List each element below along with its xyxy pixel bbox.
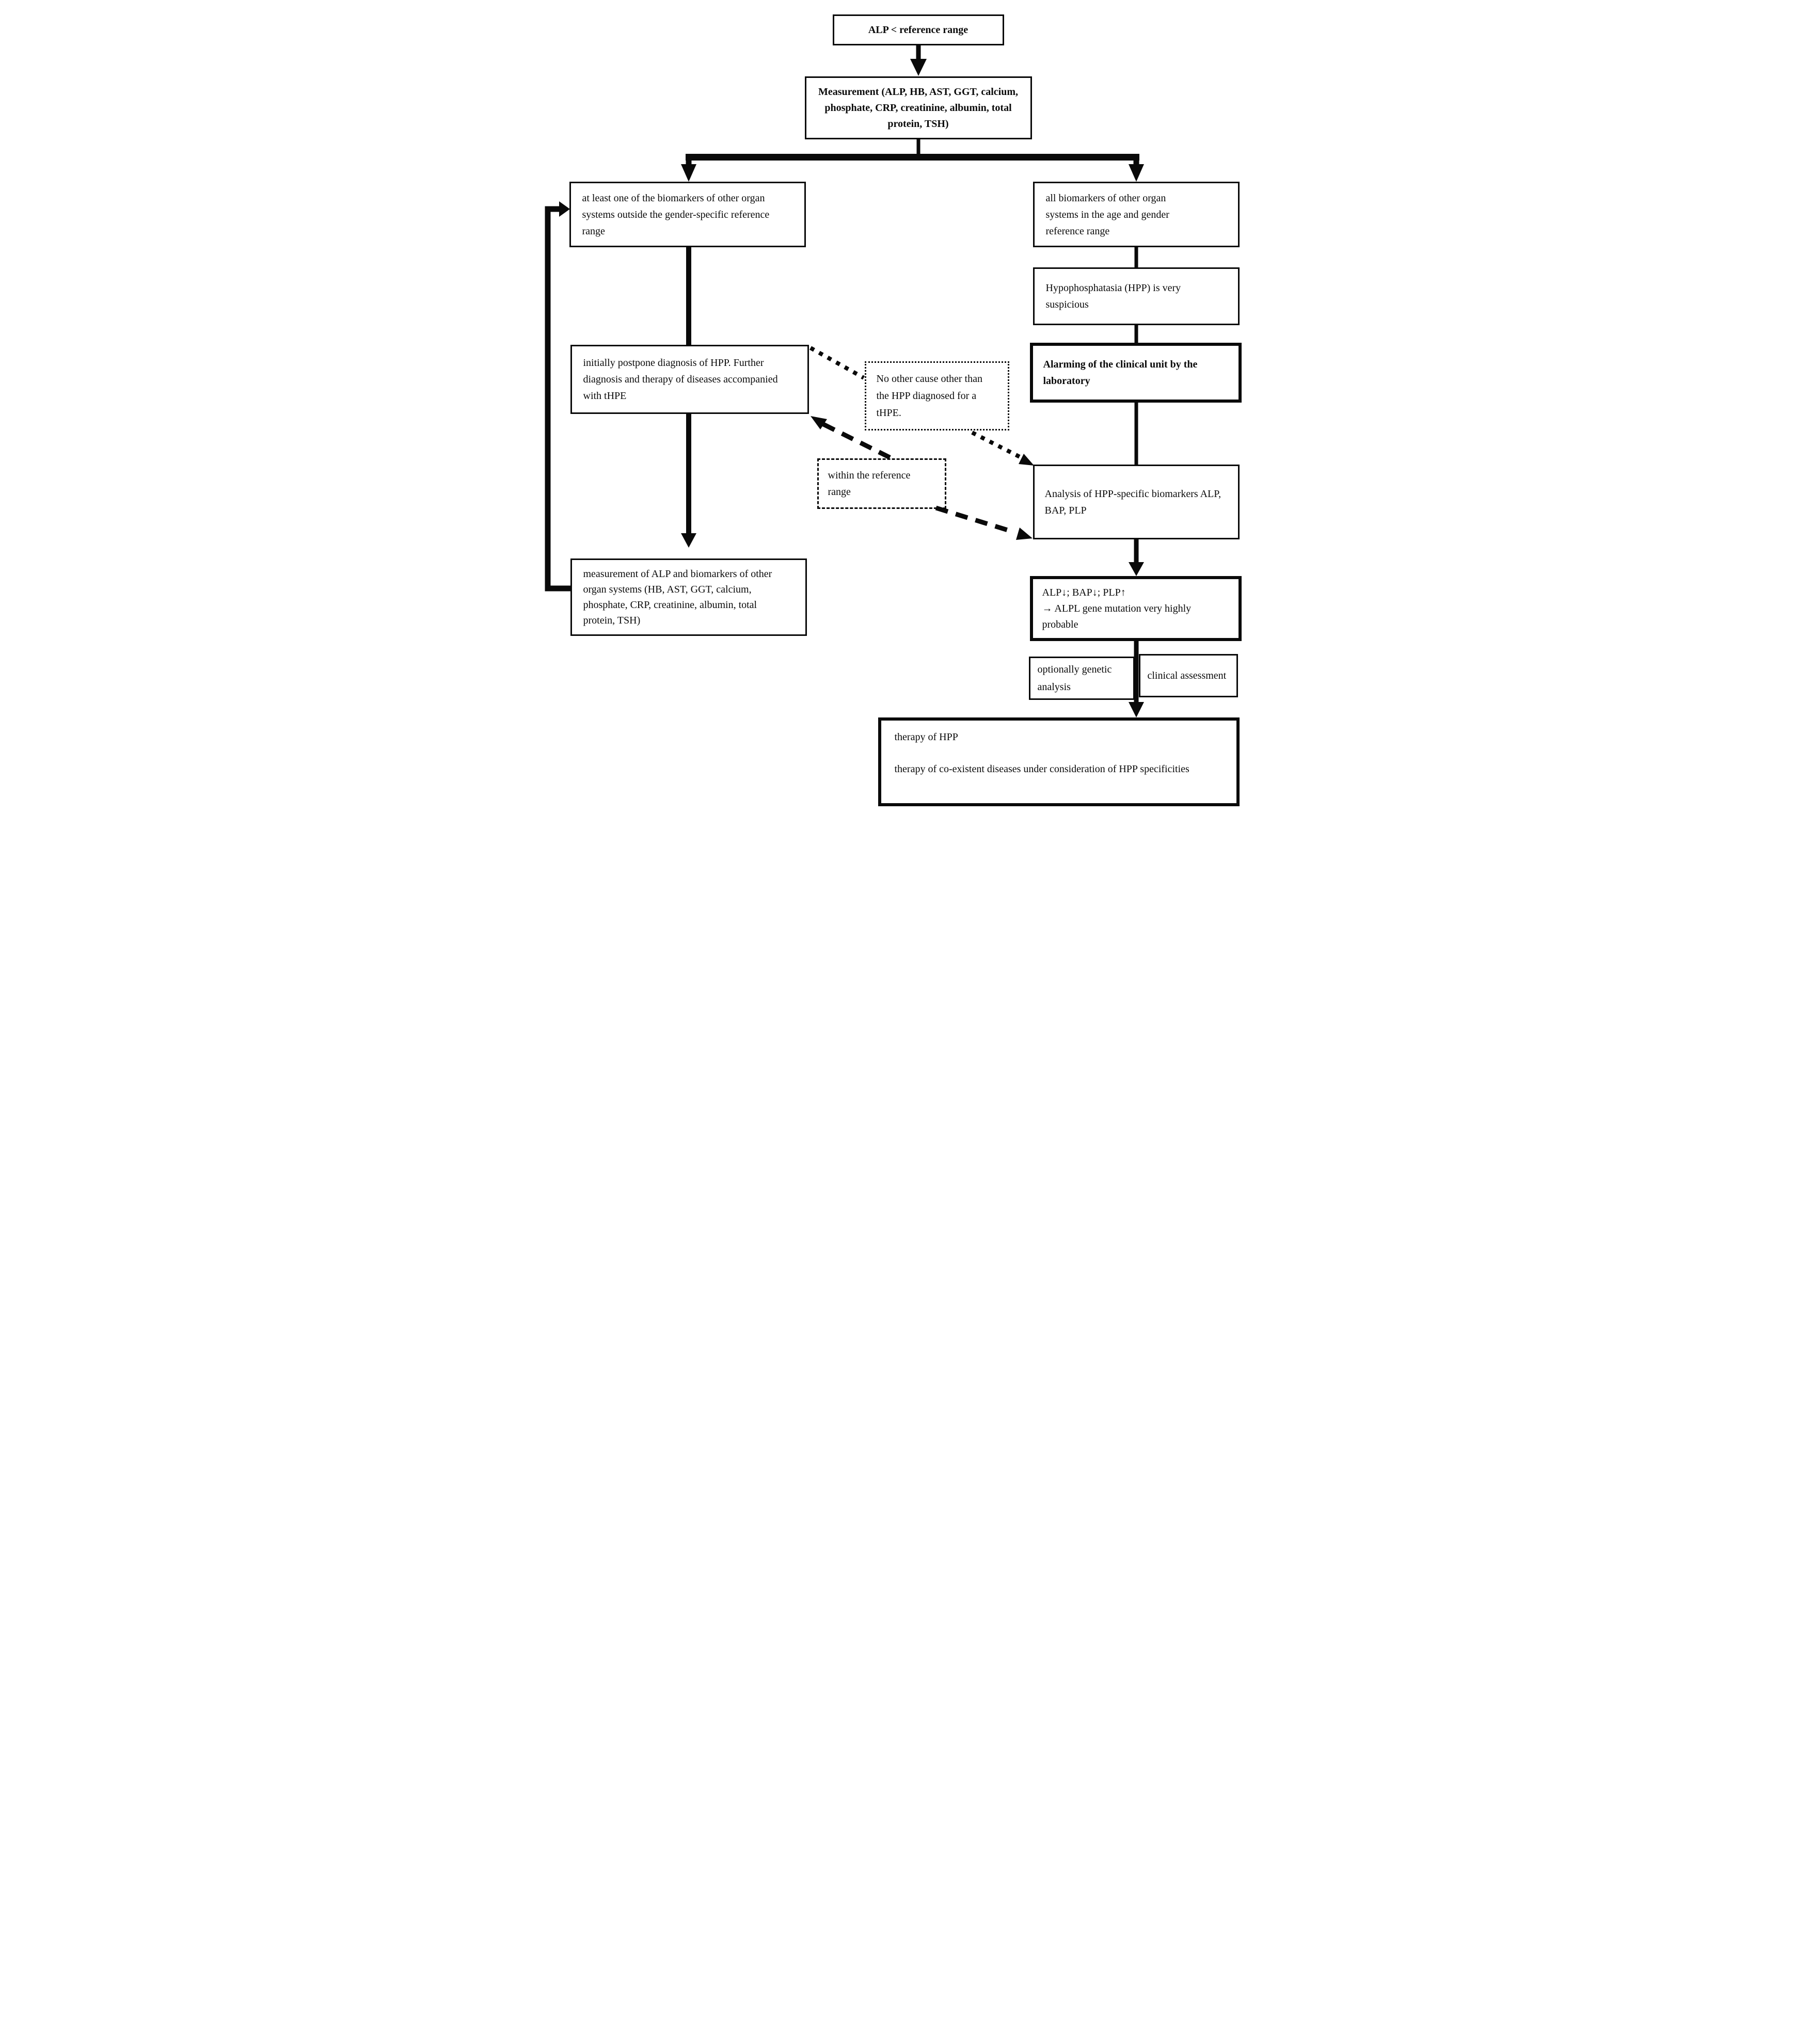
node-biomarkers-within-range: all biomarkers of other organ systems in…	[1033, 182, 1240, 247]
arrow-start-to-measurement	[910, 45, 927, 76]
node-biomarkers-within-range-label: all biomarkers of other organ systems in…	[1045, 192, 1169, 237]
node-alpl-mutation-probable: ALP↓; BAP↓; PLP↑ → ALPL gene mutation ve…	[1029, 576, 1242, 641]
node-within-reference-range-label: within the reference range	[828, 470, 911, 498]
node-optional-genetic-analysis-label: optionally genetic analysis	[1037, 664, 1112, 693]
arrow-remeasurement-loopback	[545, 201, 570, 592]
alp-result-values: ALP↓; BAP↓; PLP↑	[1042, 586, 1126, 598]
node-postpone-diagnosis-label: initially postpone diagnosis of HPP. Fur…	[583, 357, 778, 402]
node-clinical-assessment: clinical assessment	[1138, 654, 1238, 697]
node-alarm-clinical-unit-label: Alarming of the clinical unit by the lab…	[1043, 359, 1198, 387]
arrow-analysis-to-result	[1128, 539, 1144, 576]
node-alarm-clinical-unit: Alarming of the clinical unit by the lab…	[1029, 343, 1242, 403]
node-measurement-panel-label: Measurement (ALP, HB, AST, GGT, calcium,…	[818, 86, 1019, 130]
node-no-other-cause-label: No other cause other than the HPP diagno…	[876, 373, 982, 419]
node-therapy-label: therapy of HPP therapy of co-existent di…	[881, 721, 1215, 777]
node-remeasurement: measurement of ALP and biomarkers of oth…	[570, 558, 807, 636]
node-no-other-cause: No other cause other than the HPP diagno…	[864, 361, 1009, 430]
node-clinical-assessment-label: clinical assessment	[1147, 670, 1227, 681]
therapy-coexistent-diseases: therapy of co-existent diseases under co…	[894, 763, 1189, 775]
node-biomarkers-outside-range: at least one of the biomarkers of other …	[569, 182, 806, 247]
node-alp-below-reference: ALP < reference range	[832, 14, 1004, 45]
node-biomarkers-outside-range-label: at least one of the biomarkers of other …	[582, 192, 770, 237]
therapy-of-hpp: therapy of HPP	[894, 731, 958, 743]
arrow-postpone-to-remeasurement	[680, 414, 696, 548]
flowchart-canvas: ALP < reference range Measurement (ALP, …	[538, 0, 1256, 818]
dashed-connector-withinrange-to-analysis	[935, 505, 1033, 540]
alp-result-conclusion: → ALPL gene mutation very highly probabl…	[1042, 602, 1192, 630]
node-analysis-hpp-biomarkers: Analysis of HPP-specific biomarkers ALP,…	[1033, 465, 1240, 539]
node-within-reference-range: within the reference range	[817, 458, 946, 509]
node-postpone-diagnosis: initially postpone diagnosis of HPP. Fur…	[570, 345, 809, 414]
node-measurement-panel: Measurement (ALP, HB, AST, GGT, calcium,…	[804, 76, 1032, 139]
arrow-branch-split	[680, 139, 1144, 182]
node-therapy: therapy of HPP therapy of co-existent di…	[878, 717, 1240, 806]
node-optional-genetic-analysis: optionally genetic analysis	[1028, 657, 1135, 700]
node-hpp-suspicious-label: Hypophosphatasia (HPP) is very suspiciou…	[1045, 282, 1181, 310]
node-analysis-hpp-biomarkers-label: Analysis of HPP-specific biomarkers ALP,…	[1044, 488, 1221, 516]
node-hpp-suspicious: Hypophosphatasia (HPP) is very suspiciou…	[1033, 267, 1240, 325]
node-alp-below-reference-label: ALP < reference range	[868, 24, 969, 36]
node-alpl-mutation-probable-label: ALP↓; BAP↓; PLP↑ → ALPL gene mutation ve…	[1033, 585, 1228, 633]
node-remeasurement-label: measurement of ALP and biomarkers of oth…	[583, 568, 772, 626]
